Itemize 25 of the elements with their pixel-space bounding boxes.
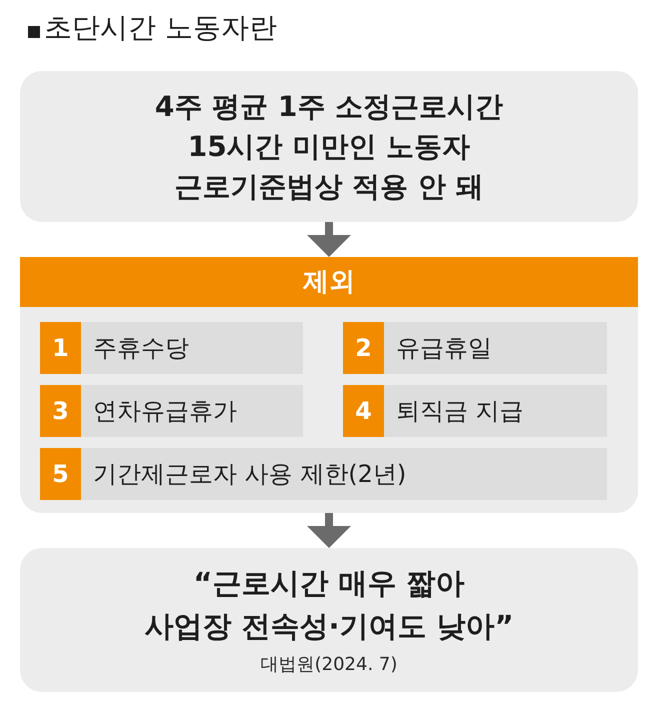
list-item-bar: [40, 448, 607, 500]
number-tile: 1: [40, 322, 81, 374]
header-band: 제외: [20, 257, 638, 307]
source-text: 대법원(2024. 7): [260, 653, 398, 677]
item-text: 주휴수당: [93, 333, 189, 364]
number-tile: 4: [343, 385, 384, 437]
list-item-bar: [343, 322, 607, 374]
list-item-bar: [40, 385, 303, 437]
number-tile: 3: [40, 385, 81, 437]
item-text: 연차유급휴가: [93, 396, 237, 427]
list-item-bar: [40, 322, 303, 374]
statement-text: 4주 평균 1주 소정근로시간 15시간 미만인 노동자 근로기준법상 적용 안 돼: [154, 88, 504, 204]
list-item-bar: [343, 385, 607, 437]
arrow: [307, 222, 351, 257]
item-text: 기간제근로자 사용 제한(2년): [93, 459, 406, 490]
arrow: [307, 513, 351, 548]
statement-box: [20, 71, 638, 222]
quote-box: [20, 548, 638, 692]
number-tile: 2: [343, 322, 384, 374]
item-text: 퇴직금 지급: [396, 396, 524, 427]
title: 초단시간 노동자란: [44, 10, 277, 46]
number-tile: 5: [40, 448, 81, 500]
item-text: 유급휴일: [396, 333, 492, 364]
exclusion-panel: [20, 257, 638, 513]
quote-text: “근로시간 매우 짧아 사업장 전속성·기여도 낮아”: [144, 565, 514, 645]
